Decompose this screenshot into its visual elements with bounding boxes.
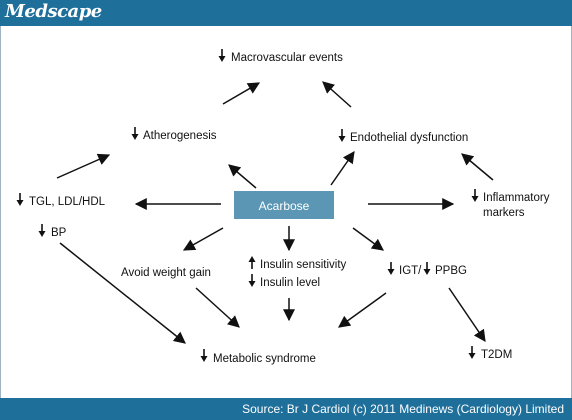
node-atherogenesis: Atherogenesis xyxy=(143,130,217,142)
down-arrow-icon xyxy=(337,128,347,143)
down-arrow-icon xyxy=(247,273,257,288)
brand-logo: Medscape xyxy=(5,1,102,22)
node-lipids: TGL, LDL/HDL xyxy=(29,196,106,208)
arrow-igt-to-metabolic xyxy=(338,292,387,328)
arrow-ppbg-to-t2dm xyxy=(448,287,486,342)
diagram-svg: Acarbose xyxy=(15,48,550,365)
node-endothelial: Endothelial dysfunction xyxy=(350,132,468,144)
arrow-to-weight xyxy=(182,227,224,251)
down-arrow-icon xyxy=(467,345,477,360)
node-igt: IGT/ xyxy=(399,265,422,277)
acarbose-label: Acarbose xyxy=(259,199,310,213)
down-arrow-icon xyxy=(422,261,432,276)
down-arrow-icon xyxy=(217,48,227,63)
arrow-lipids-to-atherogenesis xyxy=(56,153,111,179)
node-insulin-sensitivity: Insulin sensitivity xyxy=(260,259,347,271)
arrow-bp-to-metabolic xyxy=(59,242,186,344)
down-arrow-icon xyxy=(386,261,396,276)
arrow-inflammatory-to-endothelial xyxy=(461,153,494,181)
node-inflammatory-line2: markers xyxy=(483,207,525,219)
node-inflammatory-line1: Inflammatory xyxy=(483,192,550,204)
down-arrow-icon xyxy=(130,126,140,141)
node-insulin-level: Insulin level xyxy=(260,277,320,289)
node-metabolic: Metabolic syndrome xyxy=(213,353,316,365)
arrow-weight-to-metabolic xyxy=(195,287,240,328)
node-bp: BP xyxy=(51,227,67,239)
arrow-to-igt xyxy=(352,227,384,251)
arrow-to-endothelial xyxy=(330,151,355,186)
node-t2dm: T2DM xyxy=(481,349,512,361)
diagram-canvas: Acarbose xyxy=(0,26,572,398)
acarbose-box xyxy=(234,191,334,219)
down-arrow-icon xyxy=(470,188,480,203)
source-citation: Source: Br J Cardiol (c) 2011 Medinews (… xyxy=(242,402,564,416)
node-macrovascular: Macrovascular events xyxy=(231,52,343,64)
down-arrow-icon xyxy=(15,192,25,207)
header-bar: Medscape xyxy=(0,0,572,26)
arrow-atherogenesis-to-macro xyxy=(222,82,261,105)
up-arrow-icon xyxy=(247,255,257,270)
node-ppbg: PPBG xyxy=(435,265,467,277)
footer-bar: Source: Br J Cardiol (c) 2011 Medinews (… xyxy=(0,398,572,420)
down-arrow-icon xyxy=(37,223,47,238)
arrow-to-atherogenesis xyxy=(228,164,257,189)
down-arrow-icon xyxy=(199,348,209,363)
arrow-endothelial-to-macro xyxy=(322,81,352,108)
node-weight: Avoid weight gain xyxy=(121,267,211,279)
